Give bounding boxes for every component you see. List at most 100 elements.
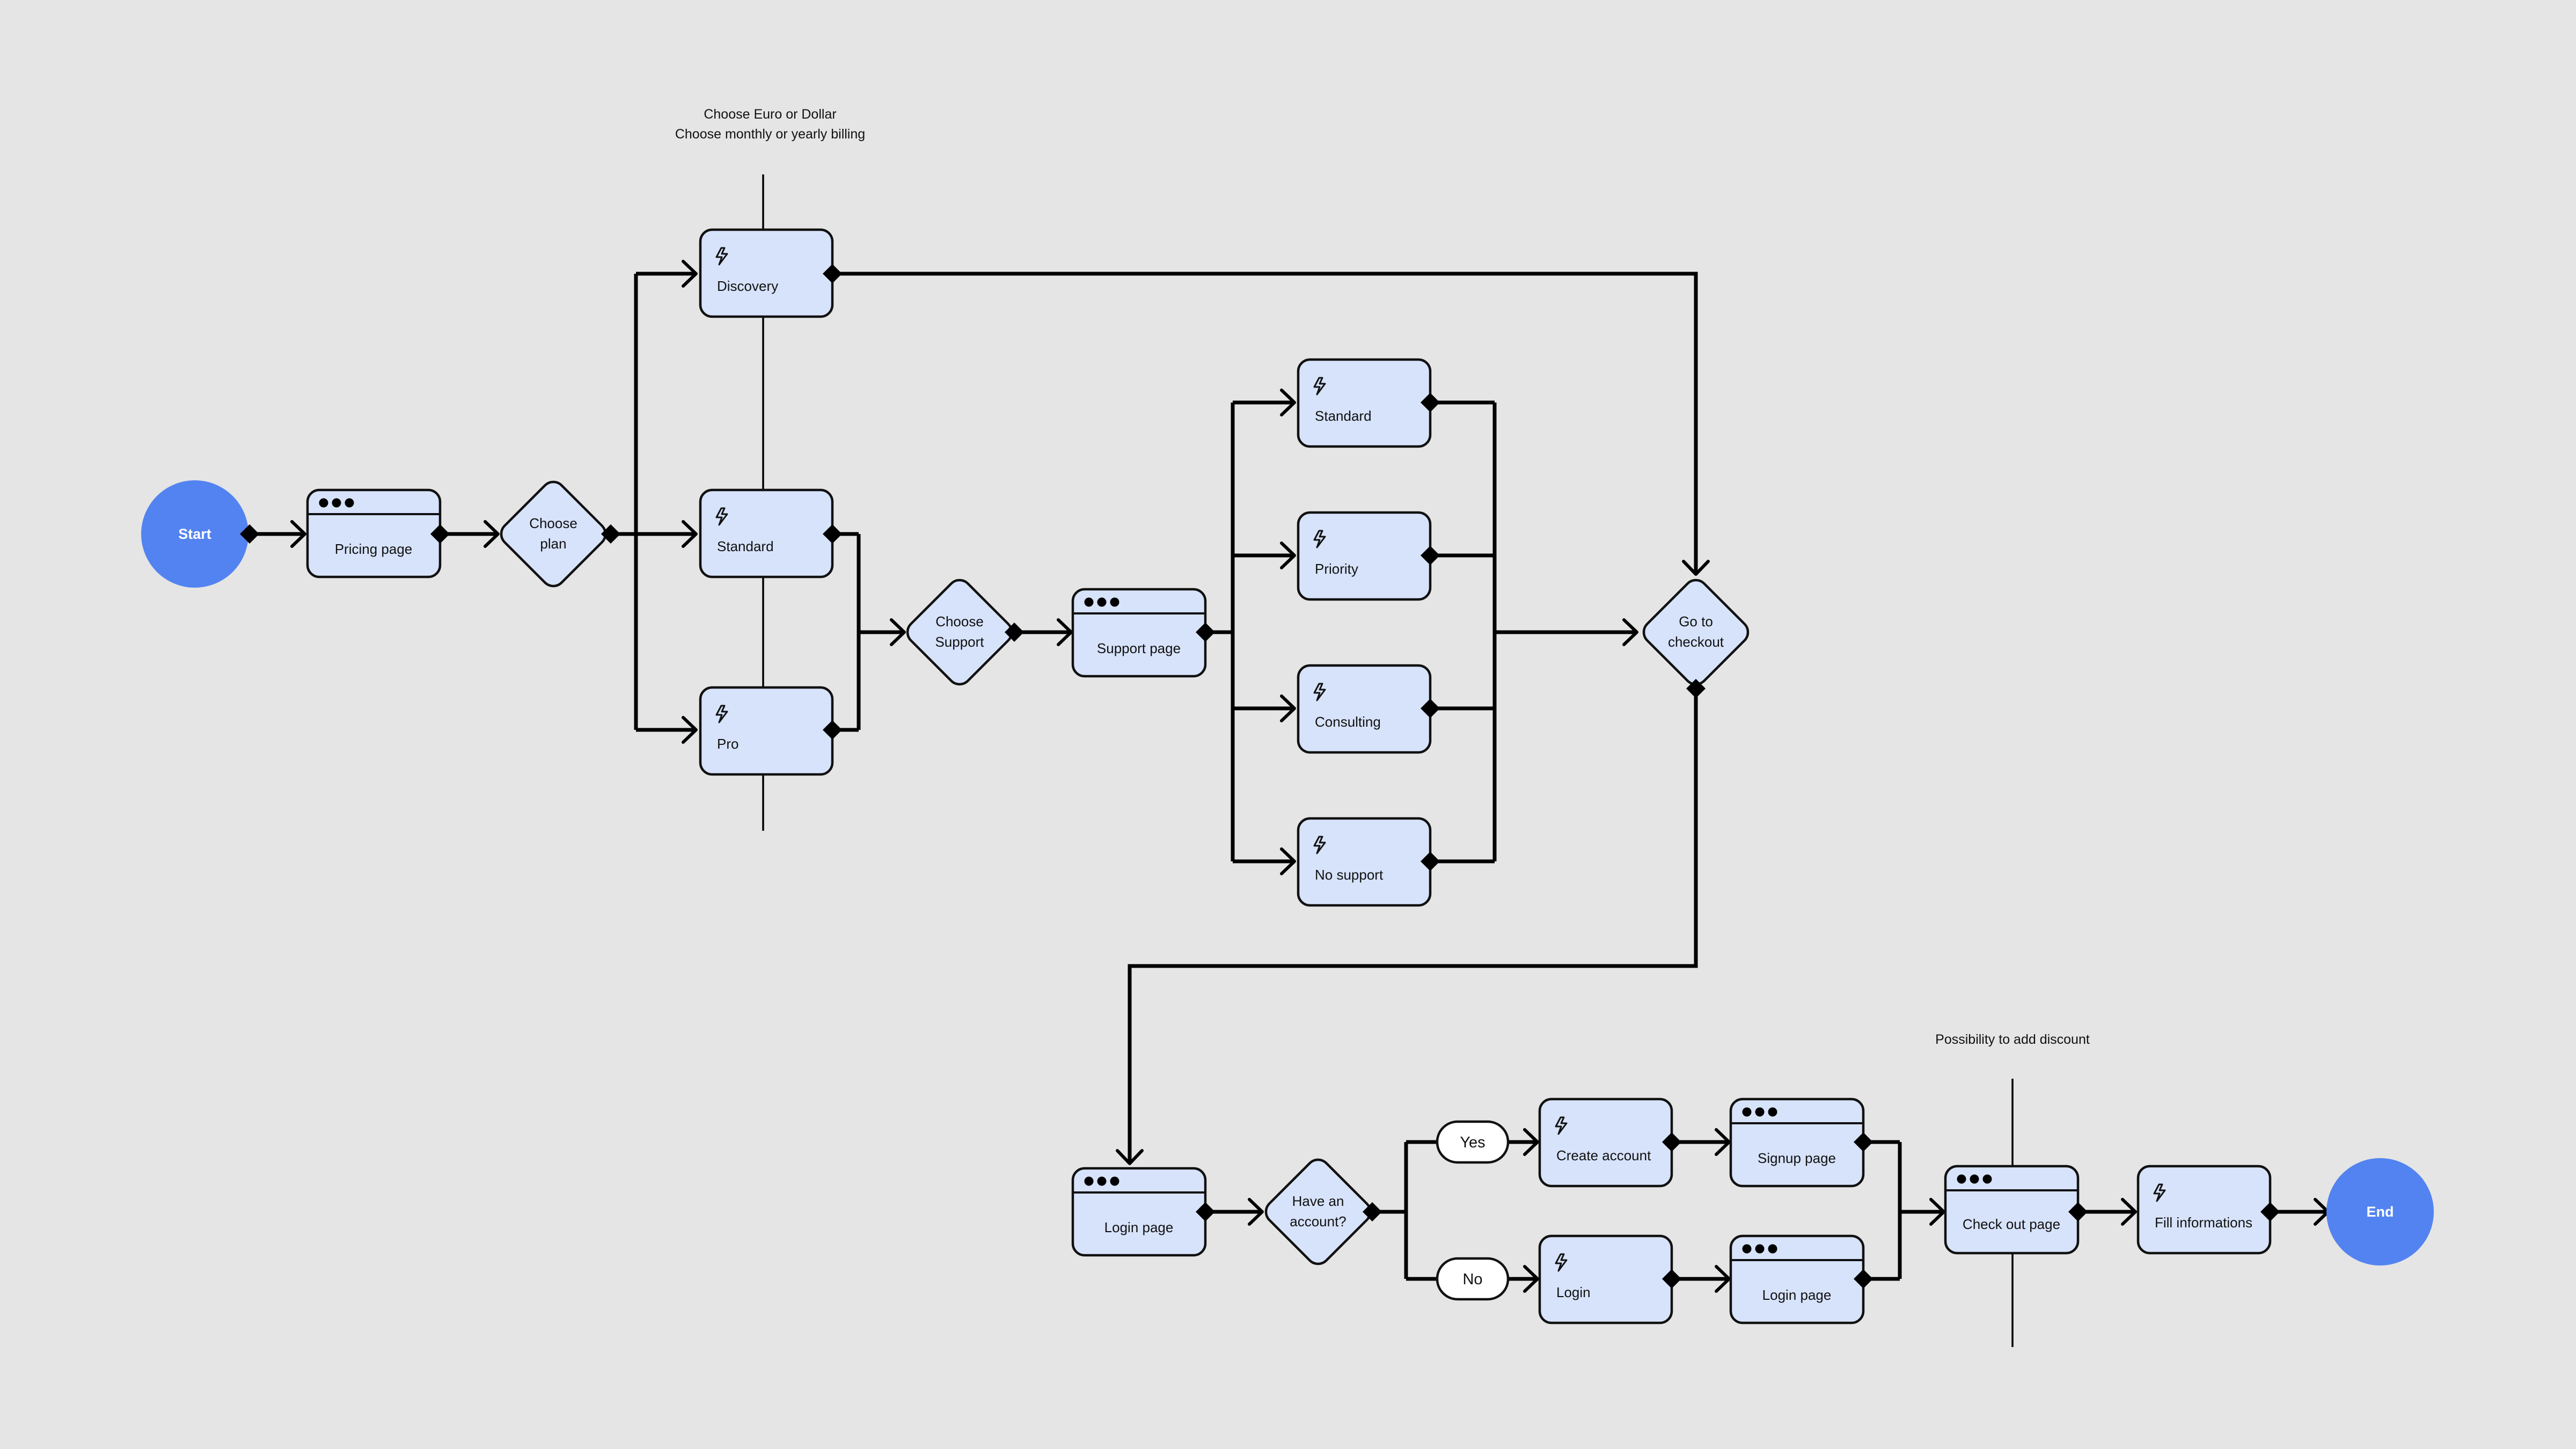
arrowhead — [1057, 618, 1073, 646]
action-box — [1538, 1234, 1673, 1324]
action-node-priority[interactable]: Priority — [1297, 511, 1432, 601]
action-box — [1297, 817, 1432, 907]
start-circle — [141, 480, 248, 588]
arrowhead — [682, 520, 698, 548]
page-label: Check out page — [1963, 1216, 2060, 1232]
port-diamond — [823, 720, 842, 740]
action-label: Login — [1556, 1284, 1591, 1300]
branch-yes-pill[interactable]: Yes — [1436, 1120, 1510, 1164]
port-diamond — [430, 524, 450, 544]
pill-shape — [1436, 1120, 1510, 1164]
note-currency: Choose Euro or Dollar — [704, 107, 836, 122]
edge-checkout-login — [1128, 690, 1698, 1163]
page-label: Pricing page — [335, 541, 413, 557]
end-label: End — [2367, 1204, 2394, 1220]
pill-label: No — [1462, 1271, 1482, 1288]
port-diamond — [1005, 623, 1024, 642]
arrowhead — [1116, 1149, 1144, 1165]
window-dots-icon — [1084, 1176, 1119, 1186]
arrowhead — [1715, 1265, 1731, 1293]
port-diamond — [1854, 1132, 1873, 1152]
port-diamond — [1196, 623, 1215, 642]
port-diamond — [601, 524, 620, 544]
end-node[interactable]: End — [2326, 1158, 2434, 1265]
page-node-login[interactable]: Login page — [1071, 1167, 1207, 1257]
decision-label-line1: Have an — [1292, 1193, 1344, 1209]
arrowheads — [290, 260, 2330, 1293]
page-node-login-result[interactable]: Login page — [1729, 1234, 1865, 1324]
arrowhead — [1622, 618, 1638, 646]
page-node-support[interactable]: Support page — [1071, 588, 1207, 678]
arrowhead — [2121, 1198, 2137, 1226]
note-billing: Choose monthly or yearly billing — [675, 127, 865, 142]
page-node-signup[interactable]: Signup page — [1729, 1097, 1865, 1188]
action-label: No support — [1315, 867, 1384, 883]
arrowhead — [1715, 1128, 1731, 1156]
action-node-consulting[interactable]: Consulting — [1297, 664, 1432, 754]
port-diamond — [1686, 679, 1706, 698]
action-box — [699, 488, 834, 579]
decision-diamond — [1264, 1158, 1372, 1265]
page-label: Login page — [1104, 1219, 1174, 1235]
page-label: Support page — [1097, 640, 1181, 656]
decision-label-line2: checkout — [1668, 634, 1724, 650]
port-diamond — [1421, 393, 1440, 412]
action-node-login[interactable]: Login — [1538, 1234, 1673, 1324]
port-diamond — [1662, 1132, 1681, 1152]
decision-diamond — [1642, 579, 1750, 686]
note-discount: Possibility to add discount — [1935, 1032, 2090, 1047]
action-box — [699, 228, 834, 318]
page-node-checkout[interactable]: Check out page — [1944, 1165, 2080, 1255]
action-node-fill-informations[interactable]: Fill informations — [2136, 1165, 2272, 1255]
decision-node-have-account[interactable]: Have an account? — [1261, 1155, 1375, 1269]
end-circle — [2326, 1158, 2434, 1265]
arrowhead — [890, 618, 906, 646]
window-dots-icon — [1084, 597, 1119, 607]
decision-node-choose-support[interactable]: Choose Support — [903, 575, 1016, 689]
action-label: Standard — [1315, 408, 1372, 424]
edges — [250, 272, 2328, 1281]
decision-diamond — [500, 480, 607, 588]
action-box — [2136, 1165, 2272, 1255]
action-node-standard-plan[interactable]: Standard — [699, 488, 834, 579]
arrowhead — [682, 716, 698, 744]
action-node-create-account[interactable]: Create account — [1538, 1097, 1673, 1188]
arrowhead — [1280, 847, 1296, 875]
start-node[interactable]: Start — [141, 480, 248, 588]
port-diamond — [823, 264, 842, 283]
branch-no-pill[interactable]: No — [1436, 1257, 1510, 1301]
action-label: Fill informations — [2155, 1214, 2252, 1231]
action-box — [1297, 358, 1432, 448]
action-node-pro[interactable]: Pro — [699, 686, 834, 776]
arrowhead — [1248, 1198, 1264, 1226]
port-diamond — [2068, 1202, 2088, 1221]
decision-node-choose-plan[interactable]: Choose plan — [496, 477, 610, 591]
arrowhead — [1682, 560, 1710, 576]
arrowhead — [290, 520, 306, 548]
port-diamond — [240, 524, 259, 544]
start-label: Start — [178, 526, 211, 542]
action-box — [699, 686, 834, 776]
arrowhead — [1280, 694, 1296, 722]
page-node-pricing[interactable]: Pricing page — [306, 488, 442, 579]
page-label: Signup page — [1758, 1150, 1836, 1166]
port-diamond — [1662, 1269, 1681, 1289]
action-label: Discovery — [717, 278, 778, 294]
arrowhead — [1523, 1265, 1539, 1293]
arrowhead — [1929, 1198, 1945, 1226]
action-node-no-support[interactable]: No support — [1297, 817, 1432, 907]
decision-node-go-checkout[interactable]: Go to checkout — [1639, 575, 1753, 689]
action-node-standard-support[interactable]: Standard — [1297, 358, 1432, 448]
action-box — [1297, 664, 1432, 754]
window-dots-icon — [1957, 1174, 1992, 1184]
decision-diamond — [906, 579, 1013, 686]
arrowhead — [682, 260, 698, 288]
decision-label-line2: account? — [1290, 1213, 1346, 1230]
window-dots-icon — [1742, 1107, 1777, 1117]
page-label: Login page — [1762, 1287, 1832, 1303]
action-label: Standard — [717, 538, 774, 554]
action-node-discovery[interactable]: Discovery — [699, 228, 834, 318]
arrowhead — [484, 520, 500, 548]
action-box — [1297, 511, 1432, 601]
